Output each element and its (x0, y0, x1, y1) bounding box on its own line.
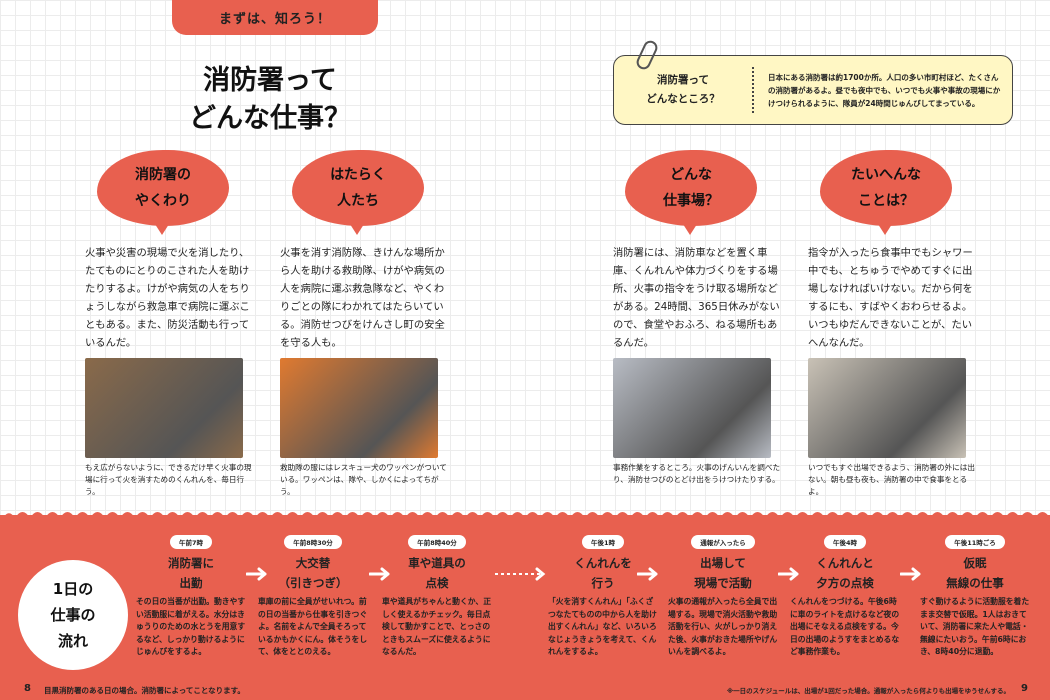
step-time: 午前7時 (169, 535, 213, 549)
bubble-line: 消防署の (135, 167, 191, 183)
timeline-step: 午後1時 くんれんを行う 「火を消すくんれん」「ふくざつなたてものの中から人を助… (548, 530, 658, 659)
title-line-1: 消防署って (203, 65, 337, 96)
section-bubble: はたらく人たち (292, 150, 424, 235)
section-tab: まずは、知ろう！ (172, 0, 378, 35)
step-time: 通報が入ったら (691, 535, 755, 549)
info-question-line: どんなところ？ (646, 93, 720, 105)
photo-caption: いつでもすぐ出場できるよう、消防署の外には出ない。朝も昼も夜も、消防署の中で食事… (808, 463, 975, 496)
step-time: 午前8時40分 (408, 535, 466, 549)
section-bubble: たいへんなことは？ (820, 150, 952, 235)
step-title-line: 無線の仕事 (946, 576, 1004, 590)
bubble-line: どんな (670, 167, 712, 183)
step-text: 「火を消すくんれん」「ふくざつなたてものの中から人を助け出すくんれん」など、いろ… (548, 597, 657, 656)
timeline-step: 午前7時 消防署に出勤 その日の当番が出勤。動きやすい活動服に着がえる。水分はき… (136, 530, 246, 659)
section-column: たいへんなことは？ 指令が入ったら食事中でもシャワー中でも、とちゅうでやめてすぐ… (808, 150, 978, 498)
step-title: くんれんを行う (548, 552, 658, 594)
bubble-line: たいへんな (851, 167, 921, 183)
timeline-step: 午前8時30分 大交替 （引きつぎ） 車庫の前に全員がせいれつ。前の日の当番から仕… (258, 530, 368, 659)
step-title-line: 消防署に (168, 556, 214, 570)
step-title-line: 仮眠 (963, 556, 987, 570)
page-title: 消防署って どんな仕事？ (160, 62, 380, 138)
step-title-line: 現場で活動 (694, 576, 752, 590)
timeline-step: 午後11時ごろ 仮眠無線の仕事 すぐ動けるように活動服を着たまま交替で仮眠。1人… (920, 530, 1030, 659)
section-bubble: 消防署のやくわり (97, 150, 229, 235)
info-question: 消防署って どんなところ？ (614, 67, 754, 113)
timeline-title-line: 流れ (57, 632, 88, 650)
section-text: 火事や災害の現場で火を消したり、たてものにとりのこされた人を助けたりするよ。けが… (85, 247, 250, 349)
timeline-step: 午後4時 くんれんと夕方の点検 くんれんをつづける。午後6時に車のライトを点ける… (790, 530, 900, 659)
arrow-right-icon (494, 566, 546, 581)
step-text: くんれんをつづける。午後6時に車のライトを点けるなど夜の出場にそなえる点検をする… (790, 597, 900, 656)
step-time: 午後11時ごろ (945, 535, 1005, 549)
bubble-line: 人たち (336, 193, 379, 209)
bubble-line: やくわり (135, 193, 191, 209)
page-number-left: 8 (24, 683, 31, 694)
timeline-title-line: 1日の (52, 580, 94, 598)
step-title: くんれんと夕方の点検 (790, 552, 900, 594)
step-title-line: くんれんを (574, 556, 632, 570)
bubble-line: はたらく (330, 167, 386, 183)
footer-note-left: 目黒消防署のある日の場合。消防署によってことなります。 (44, 686, 245, 695)
arrow-right-icon (245, 566, 268, 581)
arrow-right-icon (899, 566, 922, 581)
step-text: 火事の通報が入ったら全員で出場する。現場で消火活動や救助活動を行い、火がしっかり… (668, 597, 778, 656)
step-text: すぐ動けるように活動服を着たまま交替で仮眠。1人はおきていて、消防署に来た人や電… (920, 597, 1030, 656)
step-title-line: 出場して (700, 556, 746, 570)
section-text: 消防署には、消防車などを置く車庫、くんれんや体力づくりをする場所、火事の指令をう… (613, 247, 780, 349)
info-answer: 日本にある消防署は約1700か所。人口の多い市町村ほど、たくさんの消防署があるよ… (768, 72, 1001, 108)
step-time: 午前8時30分 (284, 535, 342, 549)
section-column: 消防署のやくわり 火事や災害の現場で火を消したり、たてものにとりのこされた人を助… (85, 150, 255, 498)
title-line-2: どんな仕事？ (189, 103, 351, 134)
section-bubble: どんな仕事場？ (625, 150, 757, 235)
step-title: 消防署に出勤 (136, 552, 246, 594)
step-title: 大交替 （引きつぎ） (258, 552, 368, 594)
step-title: 出場して現場で活動 (668, 552, 778, 594)
step-title-line: 大交替 (295, 556, 331, 570)
info-question-line: 消防署って (657, 74, 709, 86)
step-title: 車や道具の点検 (382, 552, 492, 594)
step-title-line: くんれんと (816, 556, 874, 570)
timeline-title-circle: 1日の 仕事の 流れ (18, 560, 128, 670)
bubble-line: ことは？ (858, 193, 914, 209)
step-time: 午後4時 (823, 535, 867, 549)
section-column: どんな仕事場？ 消防署には、消防車などを置く車庫、くんれんや体力づくりをする場所… (613, 150, 783, 486)
arrow-right-icon (777, 566, 800, 581)
footer-note-right: ※一日のスケジュールは、出場が1回だった場合。通報が入ったら何よりも出場をゆうせ… (726, 687, 1010, 695)
step-text: 車や道具がちゃんと動くか、正しく使えるかチェック。毎日点検して動かすことで、とっ… (382, 597, 491, 656)
bubble-line: 仕事場？ (663, 193, 719, 209)
photo-caption: 救助隊の服にはレスキュー犬のワッペンがついている。ワッペンは、隊や、しかくによっ… (280, 463, 447, 496)
timeline-step: 午前8時40分 車や道具の点検 車や道具がちゃんと動くか、正しく使えるかチェック… (382, 530, 492, 659)
section-text: 火事を消す消防隊、きけんな場所から人を助ける救助隊、けがや病気の人を病院に運ぶ救… (280, 247, 445, 349)
timeline-title-line: 仕事の (50, 606, 96, 624)
step-title-line: 車や道具の (408, 556, 466, 570)
step-text: 車庫の前に全員がせいれつ。前の日の当番から仕事を引きつぐよ。名前をよんで全員そろ… (258, 597, 368, 656)
photo-caption: もえ広がらないように、できるだけ早く火事の現場に行って火を消すためのくんれんを、… (85, 463, 252, 496)
section-photo (85, 358, 243, 458)
section-photo (808, 358, 966, 458)
step-title-line: 行う (591, 576, 615, 590)
arrow-right-icon (368, 566, 391, 581)
step-title-line: 出勤 (179, 576, 203, 590)
info-box: 消防署って どんなところ？ 日本にある消防署は約1700か所。人口の多い市町村ほ… (613, 55, 1013, 125)
timeline-step: 通報が入ったら 出場して現場で活動 火事の通報が入ったら全員で出場する。現場で消… (668, 530, 778, 659)
section-photo (280, 358, 438, 458)
step-text: その日の当番が出勤。動きやすい活動服に着がえる。水分はきゅうりのための水とうを用… (136, 597, 246, 656)
arrow-right-icon (636, 566, 659, 581)
section-photo (613, 358, 771, 458)
section-text: 指令が入ったら食事中でもシャワー中でも、とちゅうでやめてすぐに出場しなければいけ… (808, 247, 973, 349)
page-number-right: 9 (1021, 683, 1028, 694)
photo-caption: 事務作業をするところ。火事のげんいんを調べたり、消防せつびのとどけ出をうけつけた… (613, 463, 781, 484)
step-title-line: 点検 (425, 576, 449, 590)
step-title: 仮眠無線の仕事 (920, 552, 1030, 594)
section-column: はたらく人たち 火事を消す消防隊、きけんな場所から人を助ける救助隊、けがや病気の… (280, 150, 450, 498)
step-time: 午後1時 (581, 535, 625, 549)
step-title-line: 夕方の点検 (816, 576, 874, 590)
step-title-line: （引きつぎ） (278, 576, 348, 590)
